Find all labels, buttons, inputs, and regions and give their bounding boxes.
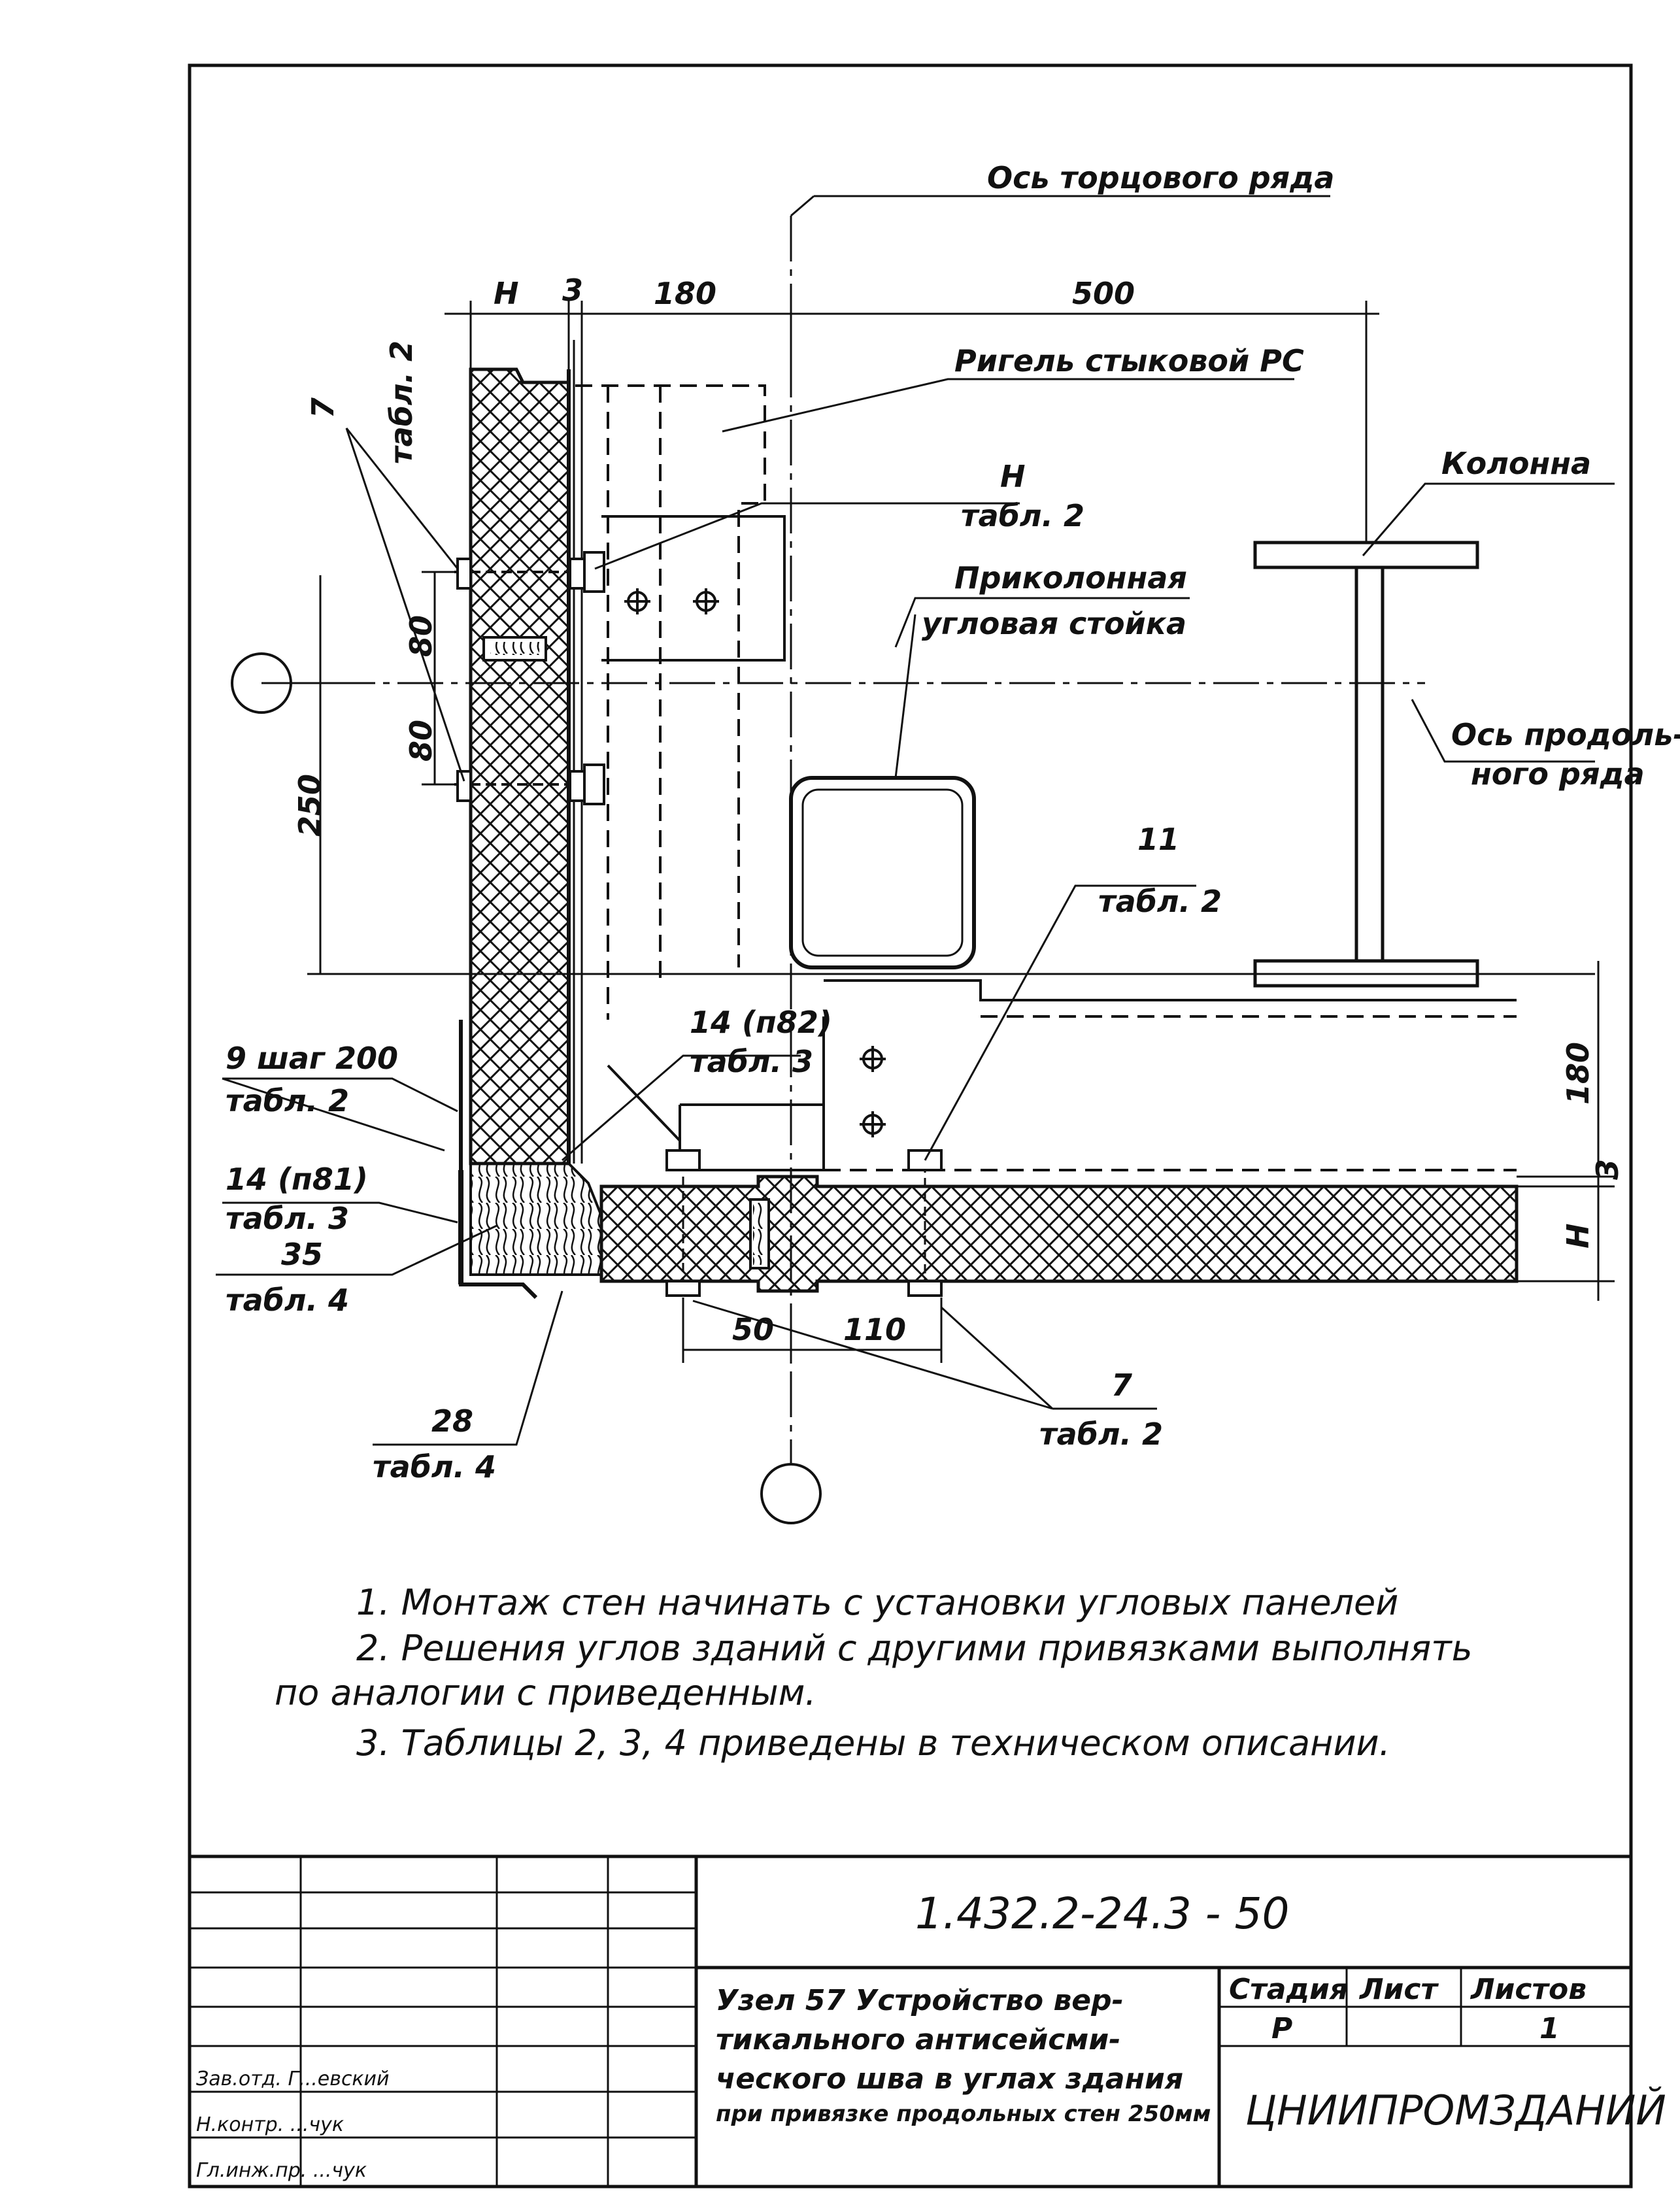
horizontal-wall-panel — [599, 1149, 1519, 1297]
label-corner-post-1: Приколонная — [954, 560, 1187, 595]
vertical-wall-panel — [469, 340, 583, 1166]
crossbar-rs — [575, 384, 766, 1020]
label-item7-top-ref: табл. 2 — [384, 341, 419, 464]
title-line-4: при привязке продольных стен 250мм — [716, 2101, 1211, 2127]
dimension-lines — [307, 301, 1615, 1363]
column-i-beam — [1253, 541, 1479, 988]
title-line-2: тикального антисейсми- — [716, 2023, 1120, 2056]
dim-h-top: Н — [494, 276, 519, 311]
label-item7-top-num: 7 — [305, 397, 341, 418]
upper-connection-plate — [601, 515, 786, 662]
label-item11-num: 11 — [1137, 822, 1179, 857]
label-item35-ref: табл. 4 — [226, 1283, 349, 1318]
label-column: Колонна — [1441, 446, 1591, 481]
dim-250: 250 — [292, 774, 328, 837]
bottom-beam — [607, 979, 1517, 1171]
label-item-h-ref: табл. 2 — [961, 498, 1084, 533]
label-item14a-num: 14 (п82) — [690, 1005, 832, 1040]
leader-lines — [216, 195, 1615, 1446]
signature-2: Н.контр. ...чук — [196, 2113, 344, 2136]
dim-500: 500 — [1072, 276, 1135, 311]
corner-post-tube — [789, 776, 976, 969]
label-item28-ref: табл. 4 — [373, 1449, 496, 1484]
dim-80-b: 80 — [403, 720, 439, 762]
label-corner-post-2: угловая стойка — [922, 606, 1186, 641]
label-long-row-axis-1: Ось продоль- — [1451, 717, 1680, 752]
sheets-value: 1 — [1539, 2012, 1560, 2045]
label-item-h-num: Н — [1000, 459, 1026, 494]
doc-code: 1.432.2-24.3 - 50 — [915, 1888, 1289, 1939]
label-item9-ref: табл. 2 — [226, 1083, 349, 1118]
label-item35-num: 35 — [281, 1237, 323, 1272]
label-end-row-axis: Ось торцового ряда — [987, 160, 1334, 195]
dim-180-right: 180 — [1560, 1042, 1596, 1105]
signature-3: Гл.инж.пр. ...чук — [196, 2159, 367, 2182]
signature-1: Зав.отд. Г...евский — [196, 2068, 390, 2090]
note-2-cont: по аналогии с приведенным. — [275, 1672, 816, 1713]
dim-h-right: Н — [1560, 1224, 1596, 1249]
dim-50: 50 — [732, 1312, 774, 1347]
label-item11-ref: табл. 2 — [1098, 884, 1222, 919]
label-item9-num: 9 шаг 200 — [226, 1041, 398, 1076]
note-2: 2. Решения углов зданий с другими привяз… — [356, 1628, 1473, 1669]
label-crossbar: Ригель стыковой РС — [954, 343, 1304, 378]
label-item14b-ref: табл. 3 — [226, 1201, 349, 1236]
title-line-3: ческого шва в углах здания — [716, 2062, 1183, 2096]
label-item7-bot-ref: табл. 2 — [1039, 1417, 1163, 1452]
title-block — [188, 1854, 1633, 2189]
dim-gap-right: 3 — [1590, 1159, 1625, 1180]
dim-gap-top: 3 — [562, 273, 583, 308]
general-notes: 1. Монтаж стен начинать с установки угло… — [275, 1582, 1473, 1764]
title-line-1: Узел 57 Устройство вер- — [716, 1984, 1124, 2017]
label-item14a-ref: табл. 3 — [690, 1044, 813, 1079]
label-item14b-num: 14 (п81) — [226, 1162, 368, 1197]
stage-header: Стадия — [1229, 1973, 1348, 2006]
stage-value: Р — [1271, 2012, 1292, 2045]
axis-bubble-left — [231, 652, 292, 714]
label-long-row-axis-2: ного ряда — [1471, 756, 1645, 792]
label-item28-num: 28 — [431, 1403, 473, 1439]
label-item7-bot-num: 7 — [1111, 1367, 1132, 1403]
dim-180-top: 180 — [654, 276, 716, 311]
vertical-panel-bolts — [454, 551, 605, 805]
dim-110: 110 — [843, 1312, 906, 1347]
axis-bubble-bottom — [760, 1463, 822, 1524]
sheets-header: Листов — [1470, 1973, 1587, 2006]
dim-80-a: 80 — [403, 615, 439, 657]
note-3: 3. Таблицы 2, 3, 4 приведены в техническ… — [356, 1722, 1390, 1764]
sheet-header: Лист — [1358, 1973, 1439, 2006]
organization: ЦНИИПРОМЗДАНИЙ — [1245, 2086, 1666, 2134]
note-1: 1. Монтаж стен начинать с установки угло… — [356, 1582, 1398, 1623]
